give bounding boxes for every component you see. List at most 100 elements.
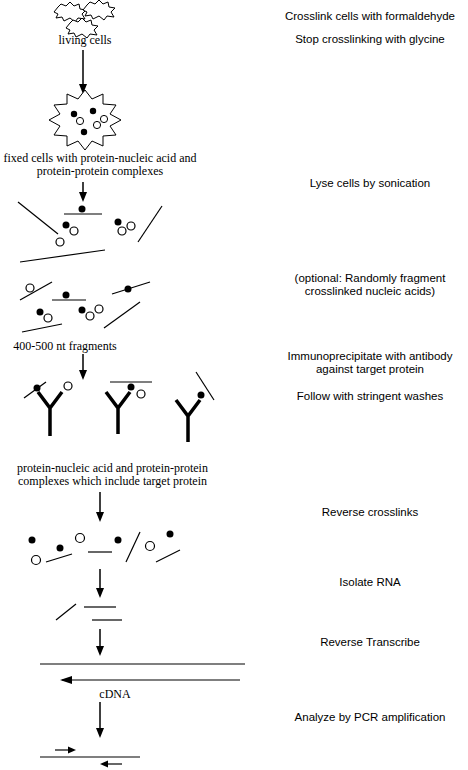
protein-dot — [79, 307, 86, 314]
nucleic-acid — [22, 324, 62, 332]
protein-dot — [90, 108, 96, 114]
nucleic-acid — [20, 250, 105, 262]
protein-circle — [95, 305, 103, 313]
nucleic-acid — [156, 550, 180, 562]
protein-dot — [37, 309, 44, 316]
arrow-shaft — [82, 50, 84, 86]
arrow-head — [96, 728, 104, 738]
protein-circle — [86, 312, 94, 320]
step-label: (optional: Randomly fragment crosslinked… — [275, 272, 465, 298]
rna-strand — [40, 663, 245, 664]
step-label: Reverse crosslinks — [275, 506, 465, 519]
protein-circle — [64, 382, 72, 390]
step-label: Stop crosslinking with glycine — [275, 33, 465, 46]
protein-circle — [146, 542, 155, 551]
arrow-head — [60, 676, 72, 684]
protein-dot — [57, 545, 64, 552]
rna-strand — [84, 606, 116, 607]
cdna-synthesis — [40, 664, 245, 684]
nucleic-acid — [110, 381, 152, 382]
protein-circle — [70, 227, 78, 235]
nucleic-acid — [138, 206, 162, 242]
protein-dot — [115, 537, 122, 544]
nucleic-acid — [196, 372, 214, 400]
step-label: Isolate RNA — [275, 576, 465, 589]
step-label: Analyze by PCR amplification — [275, 711, 465, 724]
protein-dot — [71, 111, 77, 117]
protein-dot — [29, 537, 36, 544]
protein-circle — [32, 556, 41, 565]
stage-caption: protein-nucleic acid and protein-protein… — [0, 462, 225, 488]
primer — [106, 763, 122, 764]
nucleic-acid — [46, 554, 72, 562]
protein-dot — [128, 384, 135, 391]
protein-circle — [76, 117, 83, 124]
protein-circle — [100, 115, 107, 122]
protein-dot — [34, 385, 41, 392]
nucleic-acid — [88, 551, 112, 552]
arrow-head — [96, 588, 104, 598]
nucleic-acid — [104, 302, 140, 328]
protein-dot — [167, 531, 174, 538]
nucleic-acid — [112, 282, 150, 294]
nucleic-acid — [18, 202, 58, 234]
arrow-head — [79, 192, 87, 202]
cell-outline — [49, 90, 121, 150]
lysate — [18, 202, 162, 262]
antibody — [38, 392, 62, 436]
arrow-shaft — [82, 354, 84, 372]
protein-dot — [63, 222, 70, 229]
nucleic-acid — [24, 382, 46, 398]
template-strand — [40, 756, 140, 757]
isolated-rna — [56, 604, 122, 620]
arrow-shaft — [99, 492, 101, 514]
step-label: Immunoprecipitate with antibody against … — [275, 350, 465, 376]
stage-caption: cDNA — [85, 688, 145, 701]
step-label: Reverse Transcribe — [275, 636, 465, 649]
step-label: Follow with stringent washes — [275, 390, 465, 403]
rna-strand — [56, 604, 76, 620]
protein-dot — [81, 129, 87, 135]
arrow-shaft — [99, 702, 101, 730]
protein-dot — [125, 286, 132, 293]
step-label: Lyse cells by sonication — [275, 177, 465, 190]
nucleic-acid — [126, 532, 140, 562]
rna-strand — [92, 619, 122, 620]
nucleic-acid — [64, 213, 102, 214]
fragments — [20, 282, 150, 332]
protein-dot — [63, 292, 70, 299]
arrow-shaft — [99, 629, 101, 648]
stage-caption: living cells — [35, 34, 135, 47]
fixed-cell — [49, 90, 121, 150]
nucleic-acid — [52, 299, 86, 300]
primer — [55, 749, 70, 750]
arrow-head — [79, 370, 87, 380]
antibody — [106, 392, 130, 434]
arrow-head — [68, 747, 76, 754]
pcr-product — [40, 747, 140, 768]
immunoprecipitate — [24, 372, 214, 442]
protein-circle — [44, 314, 52, 322]
arrow-shaft — [99, 569, 101, 590]
antibody — [176, 400, 200, 442]
living-cells — [54, 0, 115, 38]
protein-circle — [93, 121, 100, 128]
cdna-strand — [62, 679, 240, 680]
arrow-head — [96, 512, 104, 522]
arrow-head — [100, 761, 108, 768]
nucleic-acid — [20, 282, 52, 300]
protein-circle — [137, 390, 145, 398]
step-label: Crosslink cells with formaldehyde — [275, 10, 465, 23]
protein-circle — [118, 227, 126, 235]
protein-dot — [198, 392, 205, 399]
protein-circle — [127, 222, 135, 230]
arrow-head — [96, 646, 104, 656]
stage-caption: fixed cells with protein-nucleic acid an… — [0, 152, 200, 178]
protein-dot — [115, 219, 122, 226]
protein-circle — [56, 238, 64, 246]
protein-circle — [76, 534, 85, 543]
stage-caption: 400-500 nt fragments — [5, 340, 125, 353]
